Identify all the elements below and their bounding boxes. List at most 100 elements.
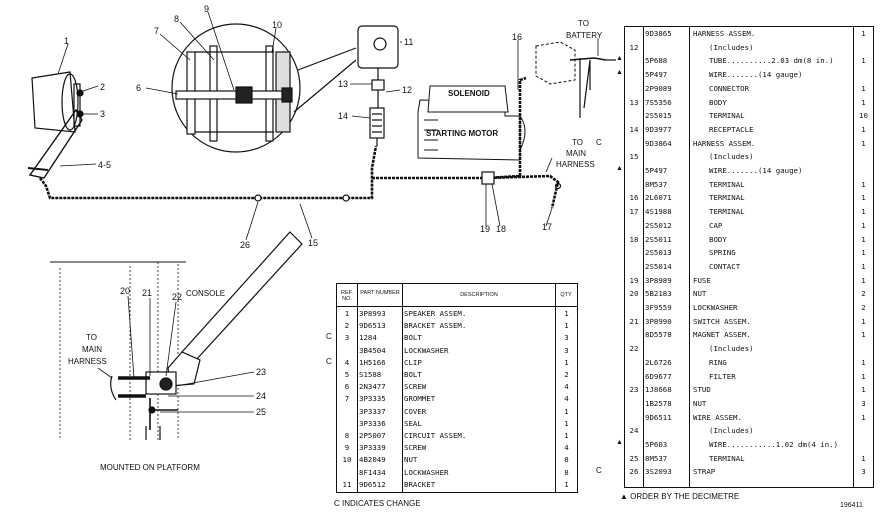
part-cell: 5P497	[645, 166, 668, 175]
ref-cell: 5	[344, 370, 350, 379]
label-to-main-harness-r2: MAIN	[566, 149, 586, 158]
ref-cell: 6	[344, 382, 350, 392]
part-cell: 3P3335	[359, 394, 386, 404]
callout-1: 1	[64, 36, 69, 46]
desc-cell: SCREW	[404, 443, 427, 453]
table1-footnote: C INDICATES CHANGE	[334, 499, 421, 508]
desc-cell: COVER	[404, 406, 427, 416]
qty-cell: 1	[861, 29, 866, 38]
qty-cell: 1	[861, 261, 866, 271]
part-cell: 4S1988	[645, 207, 672, 217]
part-cell: 2P9089	[645, 83, 672, 93]
qty-cell: 8	[564, 455, 569, 465]
ref-cell: 11	[342, 479, 352, 489]
change-mark: C	[596, 137, 602, 147]
desc-cell: MAGNET ASSEM.	[693, 330, 751, 340]
callout-24: 24	[256, 391, 266, 401]
callout-17: 17	[542, 222, 552, 232]
table2-footnote: ▲ ORDER BY THE DECIMETRE	[620, 492, 740, 501]
qty-cell: 1	[861, 124, 866, 134]
part-cell: 3B4504	[359, 345, 386, 355]
ref-cell: 3	[344, 333, 350, 343]
label-console: CONSOLE	[186, 289, 225, 298]
desc-cell: FUSE	[693, 275, 711, 285]
ref-cell: 15	[629, 152, 639, 162]
desc-cell: WIRE ASSEM.	[693, 412, 742, 422]
callout-20: 20	[120, 286, 130, 296]
desc-cell: TERMINAL	[709, 179, 745, 189]
part-cell: 3S2093	[645, 467, 672, 477]
desc-cell: NUT	[693, 289, 707, 299]
part-cell: 9D3977	[645, 124, 672, 134]
ref-cell: 25	[629, 453, 639, 463]
callout-21: 21	[142, 288, 152, 298]
callout-4-5: 4-5	[98, 160, 111, 170]
table-row: 3P3336 SEAL 1	[337, 419, 577, 429]
qty-cell: 1	[861, 56, 866, 66]
ref-cell: 2	[344, 321, 350, 331]
part-cell: 3P3336	[359, 418, 386, 428]
desc-cell: TERMINAL	[709, 193, 745, 203]
label-to-battery-1: TO	[578, 19, 589, 28]
ref-cell: 23	[629, 385, 639, 395]
callout-7: 7	[154, 26, 159, 36]
desc-cell: BOLT	[404, 333, 422, 343]
table-row: 14 9D3977 RECEPTACLE 1	[625, 125, 873, 135]
order-by-decimetre-mark: ▲	[616, 69, 623, 77]
part-cell: 3P8990	[645, 316, 672, 326]
qty-cell: 3	[861, 398, 866, 408]
ref-cell: 14	[629, 124, 639, 134]
callout-8: 8	[174, 14, 179, 24]
order-by-decimetre-mark: ▲	[616, 439, 623, 446]
qty-cell: 1	[861, 83, 866, 93]
ref-cell: 17	[629, 207, 639, 217]
part-cell: 9D3865	[645, 29, 672, 38]
callout-15: 15	[308, 238, 318, 248]
ref-cell: 20	[629, 289, 639, 299]
desc-cell: (Includes)	[709, 344, 754, 354]
desc-cell: SEAL	[404, 418, 422, 428]
qty-cell: 1	[861, 220, 866, 230]
qty-cell: 1	[564, 418, 569, 428]
part-cell: 8M537	[645, 179, 668, 189]
desc-cell: CONNECTOR	[709, 83, 750, 93]
part-cell: 1J8668	[645, 385, 672, 395]
part-cell: 8D5578	[645, 330, 672, 340]
part-cell: 3P8989	[645, 275, 672, 285]
header-ref: REF. NO.	[341, 290, 353, 302]
ref-cell: 8	[344, 431, 350, 440]
qty-cell: 1	[861, 275, 866, 285]
header-desc: DESCRIPTION	[460, 292, 498, 298]
desc-cell: TERMINAL	[709, 111, 745, 121]
change-mark: C	[596, 466, 602, 476]
part-cell: 5B2183	[645, 289, 672, 299]
part-cell: 7S5356	[645, 97, 672, 107]
ref-cell: 9	[344, 443, 350, 453]
desc-cell: RECEPTACLE	[709, 124, 754, 134]
label-mounted-on-platform: MOUNTED ON PLATFORM	[100, 463, 200, 472]
callout-2: 2	[100, 82, 105, 92]
desc-cell: NUT	[693, 398, 707, 408]
qty-cell: 10	[859, 111, 868, 121]
qty-cell: 1	[861, 453, 866, 463]
harness-run	[38, 76, 560, 209]
callout-6: 6	[136, 83, 141, 93]
desc-cell: CONTACT	[709, 261, 741, 271]
qty-cell: 1	[861, 316, 866, 326]
callout-22: 22	[172, 292, 182, 302]
ref-cell: 7	[344, 394, 350, 404]
qty-cell: 1	[861, 371, 866, 381]
speaker-assembly	[27, 71, 84, 179]
header-qty: QTY	[560, 292, 572, 298]
figure-number: 196411	[840, 502, 863, 509]
desc-cell: BRACKET	[404, 479, 436, 489]
